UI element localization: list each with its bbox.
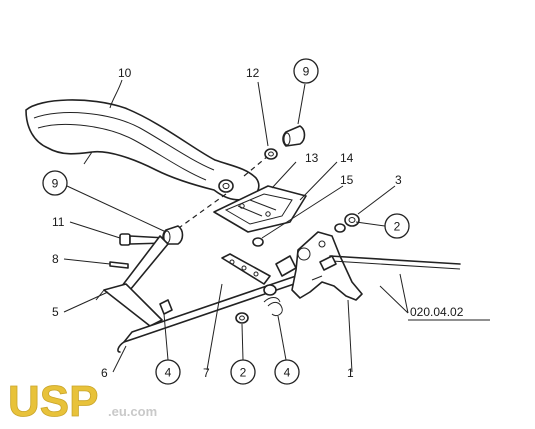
- circled-label-9-left: 9: [42, 170, 68, 196]
- bracket-plate-part: [213, 185, 307, 233]
- svg-text:4: 4: [165, 366, 172, 380]
- logo-suffix: .eu.com: [108, 404, 157, 419]
- svg-text:2: 2: [240, 366, 247, 380]
- circled-label-2-bottom: 2: [230, 359, 256, 385]
- pivot-bush-3-part: [334, 213, 360, 233]
- washer-2-bottom-part: [235, 312, 249, 324]
- label-10: 10: [118, 66, 132, 80]
- spring-clip-4-part: [263, 297, 283, 317]
- circled-label-9-top: 9: [293, 58, 319, 84]
- label-14: 14: [340, 151, 354, 165]
- circled-label-4-left: 4: [155, 359, 181, 385]
- svg-text:9: 9: [52, 177, 59, 191]
- label-1: 1: [347, 366, 354, 380]
- bush-9-top-part: [282, 125, 306, 147]
- label-3: 3: [395, 173, 402, 187]
- circled-label-2-right: 2: [384, 213, 410, 239]
- split-pin-8-part: [109, 261, 129, 269]
- svg-text:9: 9: [303, 65, 310, 79]
- label-11: 11: [52, 215, 65, 229]
- reference-number: 020.04.02: [410, 305, 464, 319]
- label-7: 7: [203, 366, 210, 380]
- nut-15-part: [252, 237, 264, 247]
- assembly-line: [243, 155, 269, 177]
- lever-arm-part: [25, 99, 260, 201]
- pedal-lever-5-part: [95, 235, 169, 327]
- svg-text:4: 4: [284, 366, 291, 380]
- label-6: 6: [101, 366, 108, 380]
- assembly-line: [175, 193, 227, 231]
- washer-12-part: [264, 148, 278, 160]
- cable-part: [319, 255, 461, 271]
- label-13: 13: [305, 151, 319, 165]
- svg-text:2: 2: [394, 220, 401, 234]
- label-12: 12: [246, 66, 260, 80]
- usp-logo: USP .eu.com: [8, 377, 158, 427]
- label-8: 8: [52, 252, 59, 266]
- logo-text: USP: [8, 377, 98, 426]
- leader-lines: [63, 79, 490, 373]
- label-15: 15: [340, 173, 354, 187]
- adjuster-link-7-part: [221, 253, 271, 285]
- clip-4-left-part: [159, 299, 173, 315]
- label-5: 5: [52, 305, 59, 319]
- circled-label-4-bottom: 4: [274, 359, 300, 385]
